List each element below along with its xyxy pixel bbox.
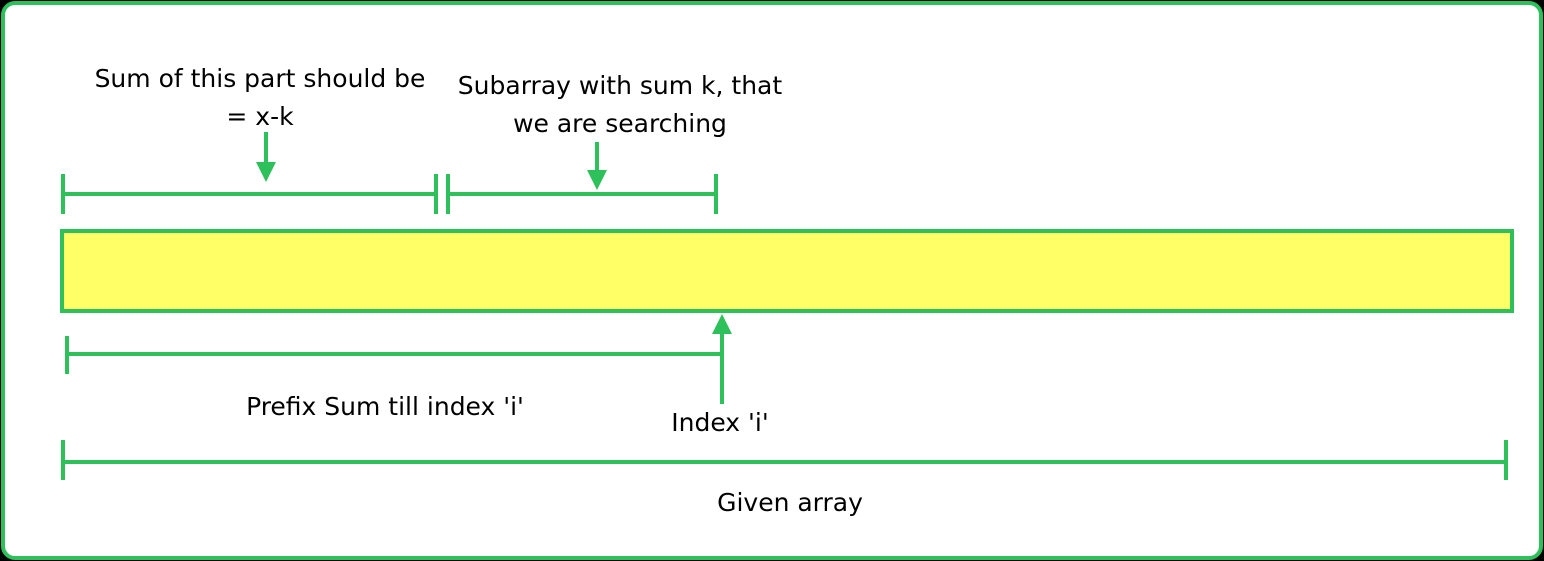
label-subarray: Subarray with sum k, that we are searchi…: [440, 67, 800, 143]
label-subarray-line1: Subarray with sum k, that: [457, 71, 783, 100]
span-given-array: [61, 440, 1508, 480]
label-index-i: Index 'i': [671, 408, 769, 437]
label-sum-of-part-line1: Sum of this part should be: [94, 64, 426, 93]
label-prefix-sum: Prefix Sum till index 'i': [246, 392, 524, 421]
label-sum-of-part-line2: = x-k: [226, 102, 294, 131]
span-subarray: [446, 174, 718, 214]
label-sum-of-part: Sum of this part should be = x-k: [80, 60, 440, 136]
label-subarray-line2: we are searching: [513, 109, 727, 138]
span-prefix-sum: [65, 336, 721, 374]
label-given-array: Given array: [717, 488, 863, 517]
array-bar: [60, 229, 1514, 313]
span-sum-part: [61, 174, 438, 214]
